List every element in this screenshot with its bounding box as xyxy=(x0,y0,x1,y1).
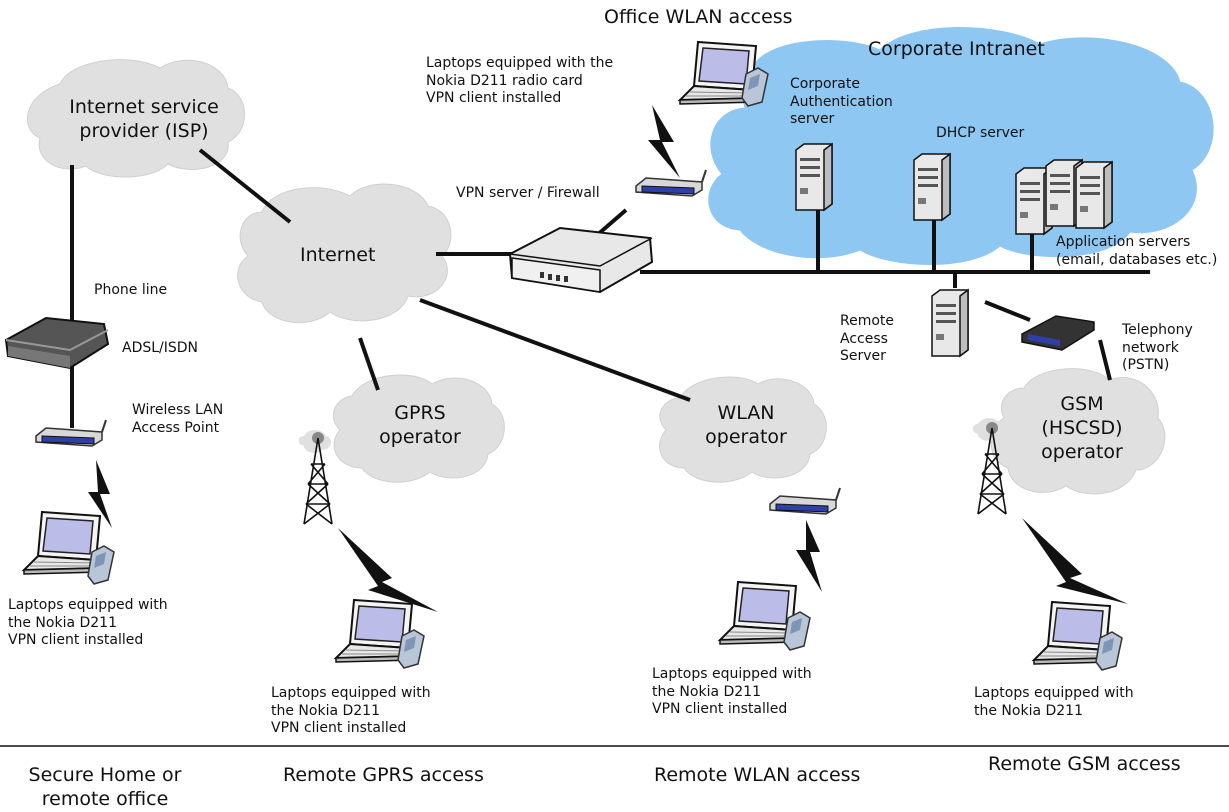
lightning-office xyxy=(648,105,680,178)
wlan-access-point-icon xyxy=(769,487,841,515)
footer-wlan: Remote WLAN access xyxy=(654,764,861,786)
gsm-laptops-label: Laptops equipped with the Nokia D211 xyxy=(974,685,1134,719)
corporate-intranet-label: Corporate Intranet xyxy=(868,38,1045,60)
lightning-home xyxy=(88,460,112,528)
adsl-isdn-label: ADSL/ISDN xyxy=(122,340,199,356)
gprs-laptops-label: Laptops equipped with the Nokia D211 VPN… xyxy=(271,685,431,736)
remote-access-server-label: Remote Access Server xyxy=(840,313,895,364)
gprs-phone-icon xyxy=(397,629,425,669)
office-access-point-icon xyxy=(635,169,707,197)
telephony-router-icon xyxy=(1021,315,1095,351)
vpn-firewall-router-icon xyxy=(508,226,654,294)
home-laptops-label: Laptops equipped with the Nokia D211 VPN… xyxy=(8,597,168,648)
lightning-gprs xyxy=(338,528,438,612)
isp-cloud xyxy=(26,59,245,178)
home-phone-icon xyxy=(87,545,115,585)
lightning-gsm xyxy=(1022,518,1128,604)
gsm-operator-label: GSM (HSCSD) operator xyxy=(1041,393,1123,463)
corp-auth-server-label: Corporate Authentication server xyxy=(790,76,893,127)
corporate-intranet-cloud xyxy=(708,27,1214,265)
gprs-cloud xyxy=(332,374,505,483)
connection-lines xyxy=(70,148,1150,428)
internet-label: Internet xyxy=(300,244,376,266)
dhcp-server-label: DHCP server xyxy=(936,125,1025,141)
corporate-auth-server-icon xyxy=(795,143,833,211)
internet-cloud xyxy=(237,183,452,324)
footer-gsm: Remote GSM access xyxy=(988,753,1181,775)
footer-gprs: Remote GPRS access xyxy=(283,764,484,786)
gprs-operator-label: GPRS operator xyxy=(379,402,461,448)
phone-line-label: Phone line xyxy=(94,282,168,298)
footer-home: Secure Home or remote office xyxy=(28,764,182,810)
telephony-network-label: Telephony network (PSTN) xyxy=(1122,322,1193,373)
app-server-3-icon xyxy=(1075,161,1113,229)
wlan-phone-icon xyxy=(783,611,811,651)
lightning-wlan xyxy=(796,520,822,592)
dhcp-server-icon xyxy=(913,153,951,221)
office-laptops-label: Laptops equipped with the Nokia D211 rad… xyxy=(426,55,614,106)
gsm-phone-icon xyxy=(1095,631,1123,671)
app-servers-label: Application servers (email, databases et… xyxy=(1056,234,1218,268)
office-wlan-access-label: Office WLAN access xyxy=(604,6,793,28)
wlan-cloud xyxy=(659,376,827,483)
wlan-laptops-label: Laptops equipped with the Nokia D211 VPN… xyxy=(652,666,812,717)
wlan-operator-label: WLAN operator xyxy=(705,402,787,448)
lightning-links xyxy=(88,105,1128,612)
isp-label: Internet service provider (ISP) xyxy=(69,96,219,142)
remote-access-server-icon xyxy=(931,289,969,357)
adsl-modem-icon xyxy=(4,316,110,370)
vpn-firewall-label: VPN server / Firewall xyxy=(456,185,600,201)
wireless-lan-ap-label: Wireless LAN Access Point xyxy=(132,402,224,436)
